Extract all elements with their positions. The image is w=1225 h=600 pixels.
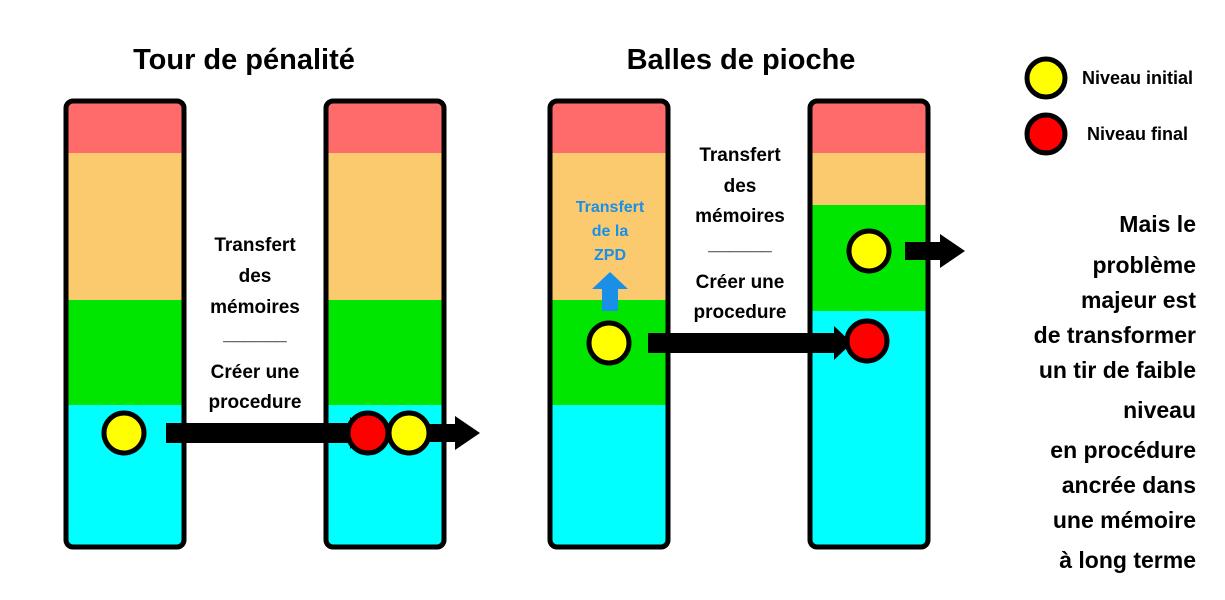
- zone-orange: [810, 153, 928, 205]
- legend-final-marker: [1024, 112, 1068, 156]
- svg-text:en procédure: en procédure: [1050, 437, 1196, 463]
- svg-text:Transfert: Transfert: [576, 199, 645, 216]
- zone-cyan: [550, 405, 668, 547]
- initial-level-marker: [846, 228, 892, 274]
- svg-text:ZPD: ZPD: [594, 247, 626, 264]
- column-4-border: [807, 98, 931, 550]
- svg-text:ancrée dans: ancrée dans: [1062, 472, 1196, 498]
- transfer-label-left: Transfert des mémoires ______ Créer une …: [209, 235, 302, 413]
- transfer-label-right: Transfert des mémoires ______ Créer une …: [694, 145, 787, 323]
- svg-text:procedure: procedure: [694, 302, 787, 323]
- zpd-up-arrow: [592, 272, 628, 311]
- zone-green: [66, 300, 184, 405]
- svg-text:à long terme: à long terme: [1059, 547, 1196, 573]
- arrow-out-right: [905, 234, 965, 268]
- svg-text:de la: de la: [592, 223, 629, 240]
- zone-red: [550, 101, 668, 153]
- svg-text:Créer une: Créer une: [211, 362, 300, 383]
- initial-level-marker: [386, 410, 432, 456]
- svg-text:des: des: [724, 176, 757, 197]
- conclusion-text: Mais le problème majeur est de transform…: [1034, 211, 1197, 573]
- column-1-border: [63, 98, 187, 550]
- legend-initial-marker: [1024, 56, 1068, 100]
- zone-red: [326, 101, 444, 153]
- initial-level-marker: [101, 410, 147, 456]
- svg-text:procedure: procedure: [209, 392, 302, 413]
- svg-text:Créer une: Créer une: [696, 272, 785, 293]
- zone-green: [326, 300, 444, 405]
- svg-text:Mais le: Mais le: [1119, 211, 1196, 237]
- legend-initial-label: Niveau initial: [1082, 68, 1193, 88]
- svg-text:des: des: [239, 266, 272, 287]
- title-draw-balls: Balles de pioche: [627, 44, 856, 76]
- svg-text:niveau: niveau: [1123, 397, 1196, 423]
- zone-orange: [326, 153, 444, 300]
- svg-text:______: ______: [707, 234, 772, 255]
- legend-final-label: Niveau final: [1087, 124, 1188, 144]
- svg-text:mémoires: mémoires: [210, 297, 300, 318]
- zpd-label: Transfert de la ZPD: [576, 199, 645, 264]
- svg-text:de transformer: de transformer: [1034, 322, 1196, 348]
- legend: Niveau initial Niveau final: [1024, 56, 1193, 156]
- svg-text:un tir de faible: un tir de faible: [1039, 357, 1196, 383]
- svg-text:Transfert: Transfert: [699, 145, 781, 166]
- title-penalty-tour: Tour de pénalité: [133, 44, 355, 76]
- zone-red: [810, 101, 928, 153]
- svg-text:problème: problème: [1092, 252, 1196, 278]
- svg-text:______: ______: [222, 324, 287, 345]
- zone-red: [66, 101, 184, 153]
- level-column-1: [66, 101, 184, 547]
- final-level-marker: [844, 318, 890, 364]
- svg-text:mémoires: mémoires: [695, 206, 785, 227]
- final-level-marker: [345, 410, 391, 456]
- svg-text:une mémoire: une mémoire: [1053, 507, 1196, 533]
- level-column-2: [326, 101, 444, 547]
- initial-level-marker: [586, 320, 632, 366]
- svg-text:Transfert: Transfert: [214, 235, 296, 256]
- zone-orange: [66, 153, 184, 300]
- column-2-border: [323, 98, 447, 550]
- column-3-border: [547, 98, 671, 550]
- svg-text:majeur est: majeur est: [1081, 287, 1196, 313]
- arrow-transfer-right: [648, 326, 852, 360]
